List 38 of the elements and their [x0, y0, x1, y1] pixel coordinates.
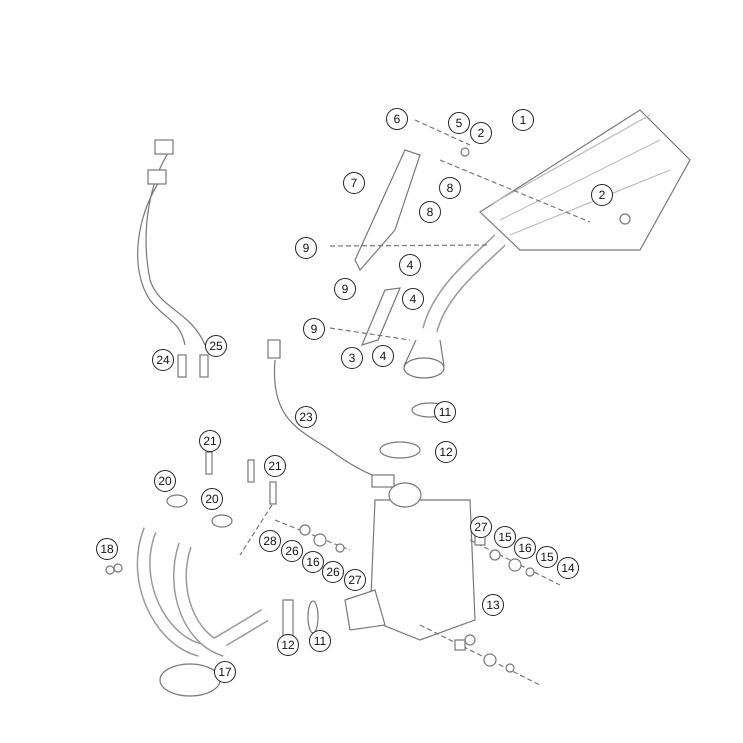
callout-number: 17 [214, 661, 236, 683]
callout-number: 4 [402, 288, 424, 310]
callout-number: 18 [96, 538, 118, 560]
callout-number: 16 [302, 551, 324, 573]
callout-number: 26 [281, 540, 303, 562]
callout-number: 25 [205, 335, 227, 357]
callout-number: 11 [434, 401, 456, 423]
callout-number: 15 [536, 546, 558, 568]
callout-number: 1 [512, 109, 534, 131]
callout-number: 24 [152, 349, 174, 371]
callout-number: 12 [435, 441, 457, 463]
callout-number: 15 [494, 526, 516, 548]
callout-number: 9 [295, 237, 317, 259]
callout-number: 16 [514, 537, 536, 559]
callout-number: 21 [264, 455, 286, 477]
callout-number: 4 [372, 345, 394, 367]
callout-number: 14 [557, 557, 579, 579]
callout-number: 20 [154, 470, 176, 492]
callout-number: 9 [334, 278, 356, 300]
callout-number: 3 [341, 347, 363, 369]
callout-number: 11 [309, 630, 331, 652]
callout-number: 5 [448, 112, 470, 134]
callout-number: 9 [303, 318, 325, 340]
callout-number: 26 [322, 561, 344, 583]
callout-number: 6 [386, 108, 408, 130]
callout-number: 28 [259, 530, 281, 552]
callout-number: 8 [419, 201, 441, 223]
callout-number: 23 [295, 406, 317, 428]
callout-number: 12 [277, 634, 299, 656]
callout-number: 27 [344, 569, 366, 591]
callout-number: 21 [199, 430, 221, 452]
callout-number: 20 [201, 488, 223, 510]
callout-number: 27 [470, 516, 492, 538]
callout-number: 4 [399, 254, 421, 276]
callout-number: 2 [470, 122, 492, 144]
callout-number: 7 [343, 172, 365, 194]
callout-number: 13 [482, 594, 504, 616]
callout-number: 8 [439, 177, 461, 199]
